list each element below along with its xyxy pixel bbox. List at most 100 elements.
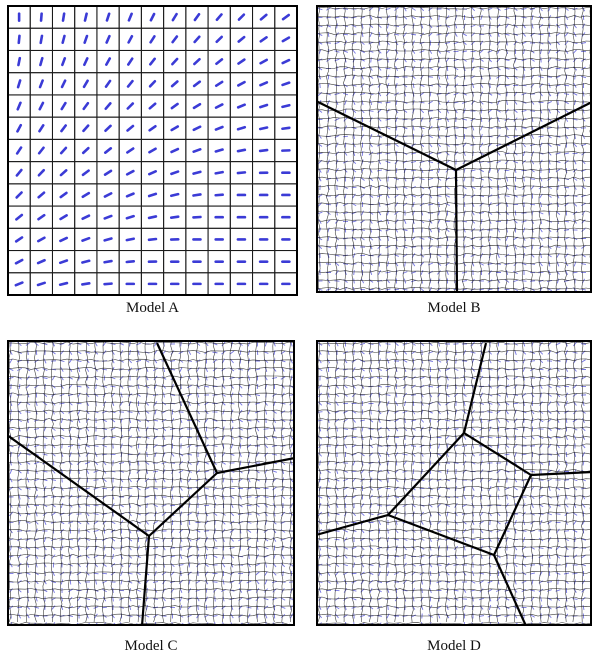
orientation-dash <box>566 245 567 250</box>
orientation-dash <box>194 82 200 86</box>
orientation-dash <box>149 149 155 152</box>
orientation-dash <box>39 170 44 175</box>
orientation-dash <box>129 597 131 601</box>
orientation-dash <box>111 386 116 387</box>
orientation-dash <box>547 385 551 388</box>
mesh-line <box>369 5 371 293</box>
orientation-dash <box>479 454 484 455</box>
orientation-dash <box>488 403 493 405</box>
orientation-dash <box>361 211 363 216</box>
orientation-dash <box>261 60 267 63</box>
orientation-dash <box>282 128 289 129</box>
orientation-dash <box>445 420 450 421</box>
mesh-line <box>479 5 481 293</box>
orientation-dash <box>479 68 484 69</box>
orientation-dash <box>454 429 459 430</box>
orientation-dash <box>573 599 578 600</box>
orientation-dash <box>522 8 527 9</box>
orientation-dash <box>240 350 241 355</box>
orientation-dash <box>489 605 490 610</box>
orientation-dash <box>428 101 432 104</box>
orientation-dash <box>540 49 541 54</box>
orientation-dash <box>128 81 132 86</box>
mesh-line <box>26 340 28 622</box>
mesh-line <box>316 393 592 395</box>
orientation-dash <box>194 127 200 130</box>
orientation-dash <box>16 283 22 286</box>
orientation-dash <box>239 393 242 397</box>
orientation-dash <box>9 522 14 523</box>
orientation-dash <box>150 126 156 130</box>
orientation-dash <box>163 367 164 372</box>
orientation-dash <box>336 342 338 346</box>
orientation-dash <box>318 153 323 154</box>
mesh-line <box>411 340 413 622</box>
mesh-line <box>255 340 257 622</box>
orientation-dash <box>403 454 408 455</box>
orientation-dash <box>471 25 476 27</box>
orientation-dash <box>62 81 65 87</box>
orientation-dash <box>583 109 584 114</box>
orientation-dash <box>514 478 516 482</box>
orientation-dash <box>522 463 527 464</box>
orientation-dash <box>532 24 533 29</box>
orientation-dash <box>370 100 371 105</box>
orientation-dash <box>239 60 245 64</box>
orientation-dash <box>231 503 233 508</box>
mesh-line <box>316 279 592 281</box>
orientation-dash <box>540 236 543 240</box>
orientation-dash <box>471 427 475 430</box>
orientation-dash <box>395 7 399 10</box>
orientation-dash <box>345 194 346 199</box>
orientation-dash <box>573 530 577 532</box>
orientation-dash <box>111 419 115 422</box>
orientation-dash <box>386 272 391 273</box>
orientation-dash <box>247 581 252 583</box>
orientation-dash <box>326 547 331 549</box>
orientation-dash <box>18 80 20 87</box>
mesh-line <box>103 340 105 622</box>
orientation-dash <box>565 117 567 121</box>
orientation-dash <box>540 520 542 525</box>
orientation-dash <box>430 537 432 542</box>
orientation-dash <box>283 15 289 19</box>
orientation-dash <box>107 36 110 42</box>
orientation-dash <box>187 454 192 455</box>
orientation-dash <box>27 563 28 568</box>
orientation-dash <box>260 105 267 107</box>
orientation-dash <box>127 261 134 262</box>
orientation-dash <box>121 571 123 576</box>
orientation-dash <box>128 126 133 130</box>
orientation-dash <box>94 488 99 490</box>
orientation-dash <box>155 571 157 576</box>
orientation-dash <box>496 128 501 129</box>
orientation-dash <box>121 393 123 398</box>
orientation-dash <box>386 68 391 69</box>
caption-model-b: Model B <box>316 300 592 317</box>
orientation-dash <box>291 359 293 364</box>
orientation-dash <box>11 410 12 415</box>
orientation-dash <box>216 195 223 196</box>
orientation-dash <box>82 283 89 284</box>
mesh-line <box>316 24 592 26</box>
orientation-dash <box>396 100 397 105</box>
orientation-dash <box>18 614 20 619</box>
caption-model-c: Model C <box>7 638 295 655</box>
orientation-dash <box>61 148 66 153</box>
orientation-dash <box>273 368 276 372</box>
mesh-line <box>565 5 567 293</box>
orientation-dash <box>272 446 277 447</box>
orientation-dash <box>239 15 244 20</box>
orientation-dash <box>556 573 561 575</box>
orientation-dash <box>556 597 559 601</box>
orientation-dash <box>43 471 48 472</box>
orientation-dash <box>437 351 440 355</box>
orientation-dash <box>369 546 373 549</box>
mesh-line <box>556 5 558 293</box>
orientation-dash <box>204 531 209 532</box>
mesh-line <box>581 5 583 293</box>
orientation-dash <box>343 68 348 70</box>
mesh-line <box>7 469 295 471</box>
orientation-dash <box>194 149 201 151</box>
orientation-dash <box>18 342 22 345</box>
